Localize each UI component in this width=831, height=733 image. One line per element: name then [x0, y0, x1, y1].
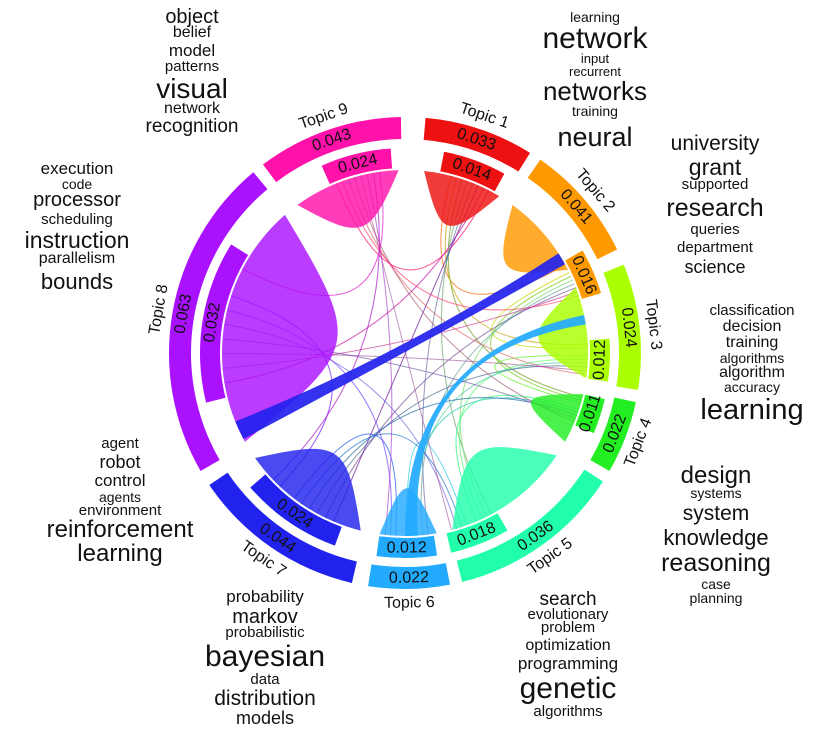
outer-arc — [456, 469, 603, 582]
link-chord — [272, 172, 380, 481]
link-chord — [490, 275, 582, 401]
topic-label: Topic 6 — [384, 594, 435, 612]
topic-label: Topic 8 — [146, 283, 172, 336]
self-link-blob — [503, 204, 569, 273]
topic-3-arcs: 0.024 0.012 Topic 3 — [588, 264, 665, 390]
outer-arc — [590, 397, 636, 471]
inner-value: 0.012 — [591, 339, 609, 380]
inner-arc — [250, 474, 342, 546]
link-chord — [420, 283, 575, 536]
inner-value: 0.032 — [201, 301, 224, 343]
self-link-blob — [255, 448, 361, 531]
inner-arc — [321, 148, 393, 184]
link-chord — [490, 275, 582, 401]
outer-arc — [603, 264, 641, 390]
inner-arc — [376, 535, 438, 558]
outer-arc — [262, 117, 402, 183]
link-chord — [360, 175, 452, 531]
self-link-blob — [424, 171, 500, 226]
inner-arc — [588, 338, 610, 382]
outer-arc — [169, 172, 268, 472]
major-bands — [235, 253, 586, 536]
self-link-blob — [222, 214, 338, 442]
outer-arc — [423, 117, 531, 172]
outer-value: 0.024 — [618, 307, 639, 349]
outer-arc — [209, 472, 357, 583]
link-chord — [494, 354, 588, 404]
outer-arc — [368, 563, 451, 589]
inner-arc — [446, 513, 508, 553]
self-link-blob — [452, 447, 557, 530]
topic-label: Topic 3 — [642, 299, 665, 351]
band-chord — [235, 253, 566, 439]
inner-value: 0.012 — [387, 539, 427, 556]
topic-self-links — [222, 170, 588, 536]
self-link-blob — [538, 287, 588, 379]
link-chord — [421, 182, 474, 535]
link-chord — [272, 172, 380, 481]
outer-arc — [527, 159, 618, 260]
outer-value: 0.063 — [172, 293, 196, 335]
outer-value: 0.022 — [389, 569, 429, 587]
inner-arc — [575, 394, 605, 434]
self-link-blob — [297, 170, 399, 228]
inner-arc — [199, 244, 249, 403]
inner-arc — [565, 250, 602, 299]
link-chord — [333, 185, 479, 522]
inner-arc — [440, 151, 505, 192]
link-chord — [494, 354, 588, 404]
link-chord — [421, 182, 474, 535]
link-chord — [360, 175, 452, 531]
self-link-blob — [530, 394, 584, 442]
link-chord — [333, 185, 479, 522]
link-chord — [420, 283, 575, 536]
